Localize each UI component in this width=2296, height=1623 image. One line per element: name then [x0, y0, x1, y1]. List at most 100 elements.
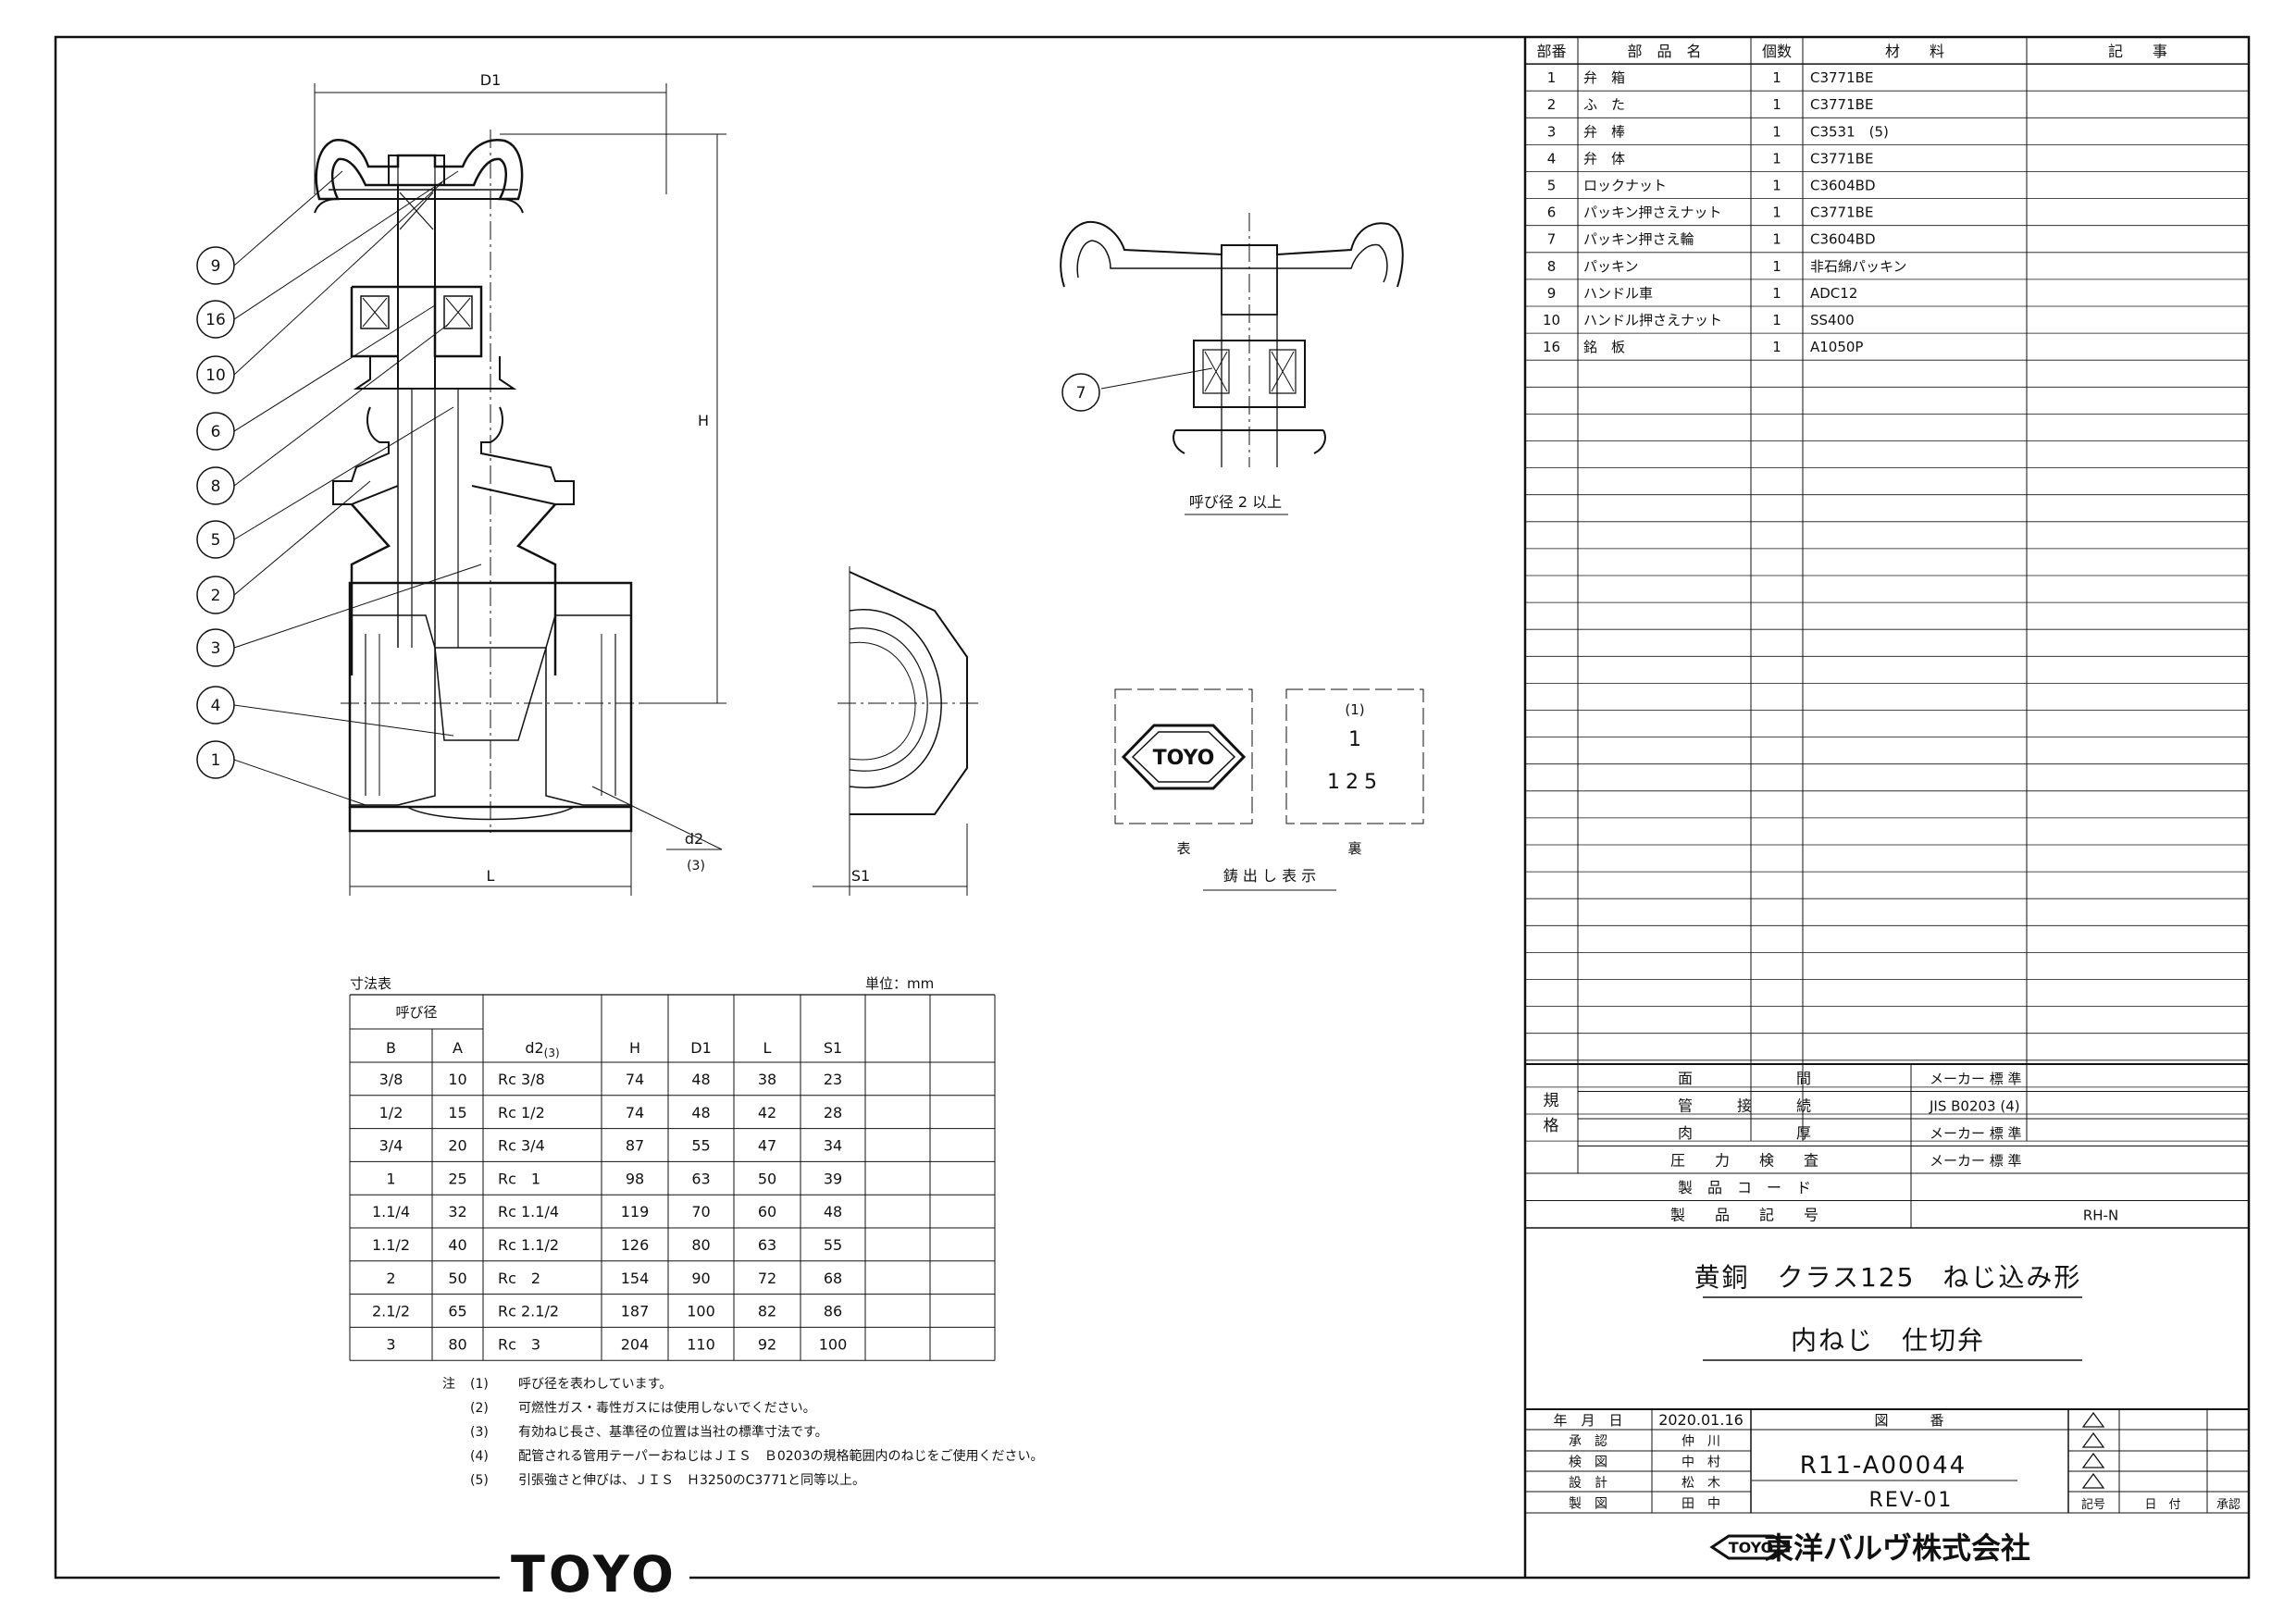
svg-text:2: 2	[386, 1270, 395, 1287]
svg-text:ADC12: ADC12	[1810, 285, 1857, 302]
drawing-no-label: 図 番	[1874, 1412, 1943, 1429]
svg-text:48: 48	[691, 1071, 710, 1088]
dim-table-title: 寸法表	[350, 975, 391, 992]
role-label: 検 図	[1569, 1456, 1607, 1470]
parts-header-4: 記 事	[2108, 43, 2167, 60]
cast-marking: TOYO (1) 1 125 表 裏 鋳 出 し 表 示	[1114, 688, 1424, 891]
svg-text:74: 74	[626, 1104, 644, 1121]
company-logo: TOYO	[1709, 1534, 1793, 1560]
svg-text:3: 3	[1547, 123, 1557, 140]
callout-balloon	[196, 300, 235, 339]
dim-group-header: 呼び径	[395, 1004, 437, 1021]
svg-text:65: 65	[448, 1303, 466, 1320]
callout-number: 16	[205, 311, 226, 329]
product-name-line2: 内ねじ 仕切弁	[1791, 1325, 1985, 1356]
svg-text:47: 47	[758, 1137, 776, 1155]
callout-balloon	[196, 740, 235, 779]
callout-balloon	[196, 412, 235, 451]
rev-col-mark: 記号	[2081, 1497, 2105, 1512]
rev-col-date: 日 付	[2144, 1498, 2180, 1512]
svg-text:74: 74	[626, 1071, 644, 1088]
svg-text:100: 100	[687, 1303, 715, 1320]
svg-text:1: 1	[1772, 204, 1781, 221]
svg-text:パッキン押さえ輪: パッキン押さえ輪	[1583, 231, 1694, 248]
callout-number: 3	[211, 639, 221, 658]
svg-text:7: 7	[1547, 231, 1557, 248]
svg-text:100: 100	[819, 1335, 848, 1353]
dim-col-header: H	[629, 1039, 640, 1057]
svg-text:C3531 (5): C3531 (5)	[1810, 123, 1889, 140]
side-view-drawing	[838, 571, 981, 815]
detail-caption: 呼び径 2 以上	[1189, 493, 1282, 511]
rev-col-approve: 承認	[2216, 1497, 2240, 1512]
spec-item: 製 品 記 号	[1670, 1207, 1818, 1224]
svg-text:55: 55	[824, 1236, 842, 1254]
svg-text:1: 1	[1772, 150, 1781, 167]
note-text: 有効ねじ長さ、基準径の位置は当社の標準寸法です。	[518, 1424, 828, 1440]
svg-text:48: 48	[824, 1203, 842, 1220]
svg-text:8: 8	[1547, 258, 1557, 275]
note-text: 配管される管用テーパーおねじはＪＩＳ Ｂ0203の規格範囲内のねじをご使用くださ…	[518, 1448, 1044, 1464]
svg-text:3: 3	[386, 1335, 395, 1353]
svg-text:80: 80	[691, 1236, 710, 1254]
callout-number: 2	[211, 587, 221, 605]
svg-text:1: 1	[1772, 339, 1781, 355]
svg-text:2: 2	[1547, 96, 1557, 113]
cast-front-label: 表	[1176, 840, 1190, 857]
callout-balloon	[196, 686, 235, 725]
note-text: 引張強さと伸びは、ＪＩＳ Ｈ3250のC3771と同等以上。	[518, 1472, 865, 1488]
spec-label-2: 格	[1544, 1117, 1559, 1135]
dim-col-header: B	[386, 1039, 396, 1057]
svg-text:187: 187	[621, 1303, 650, 1320]
note-number: (4)	[470, 1449, 489, 1464]
svg-text:42: 42	[758, 1104, 776, 1121]
svg-text:1: 1	[386, 1170, 395, 1187]
svg-text:ハンドル車: ハンドル車	[1583, 285, 1653, 302]
spec-value: JIS B0203 (4)	[1929, 1098, 2020, 1115]
svg-text:1/2: 1/2	[379, 1104, 403, 1121]
company-name: 東洋バルヴ株式会社	[1764, 1530, 2030, 1566]
svg-text:TOYO: TOYO	[1153, 747, 1215, 770]
callout-balloon	[196, 520, 235, 559]
svg-text:16: 16	[1543, 339, 1560, 355]
valve-section-drawing	[314, 130, 640, 833]
dimension-labels: D1 H L d2 (3) S1	[480, 71, 870, 885]
spec-item: 面 間	[1678, 1070, 1811, 1087]
svg-text:Rc 1: Rc 1	[498, 1170, 540, 1187]
note-number: (5)	[470, 1473, 489, 1488]
detail-callout: 7	[1061, 367, 1213, 412]
product-name-line1: 黄銅 クラス125 ねじ込み形	[1694, 1262, 2082, 1293]
svg-text:60: 60	[758, 1203, 776, 1220]
svg-text:1: 1	[1547, 69, 1557, 86]
svg-text:1: 1	[1772, 312, 1781, 328]
spec-item: 肉 厚	[1678, 1124, 1811, 1142]
date-label: 年 月 日	[1553, 1412, 1622, 1429]
parts-header-2: 個数	[1762, 43, 1792, 60]
svg-text:86: 86	[824, 1303, 842, 1320]
svg-text:1: 1	[1772, 178, 1781, 194]
parts-header-1: 部 品 名	[1627, 43, 1701, 60]
svg-text:SS400: SS400	[1810, 312, 1855, 328]
svg-text:40: 40	[448, 1236, 466, 1254]
svg-text:1: 1	[1772, 231, 1781, 248]
svg-text:204: 204	[621, 1335, 650, 1353]
svg-text:7: 7	[1076, 384, 1086, 403]
callout-number: 10	[205, 366, 226, 385]
role-label: 製 図	[1569, 1497, 1607, 1512]
note-number: (2)	[470, 1401, 489, 1416]
svg-text:1: 1	[1772, 69, 1781, 86]
